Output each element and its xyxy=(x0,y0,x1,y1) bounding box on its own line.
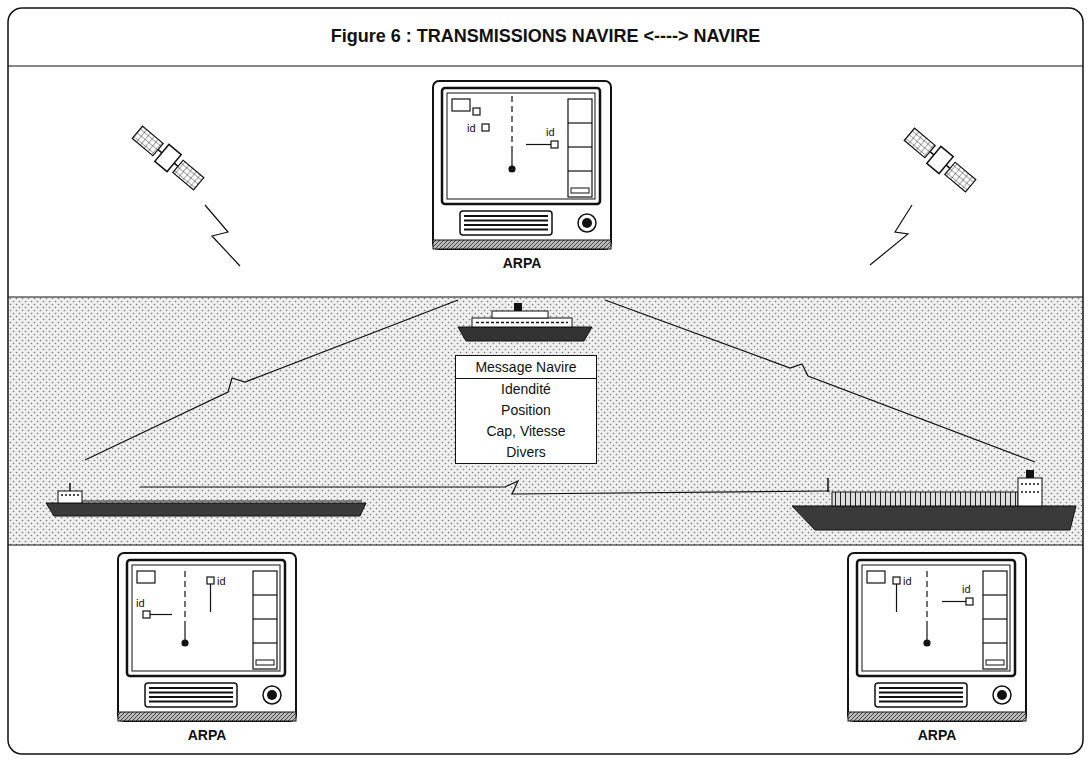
device-label: ARPA xyxy=(847,727,1027,743)
arpa-display: ARPA xyxy=(847,552,1027,722)
sea-band xyxy=(8,297,1083,545)
radio-signal xyxy=(205,205,240,266)
satellite xyxy=(155,144,181,171)
target-id-label: id xyxy=(962,584,971,595)
frame xyxy=(8,8,1083,754)
container-ship xyxy=(827,478,829,492)
radar-screen-marks xyxy=(509,166,515,172)
arpa-monitor xyxy=(118,553,296,721)
radar-screen-marks xyxy=(143,96,973,646)
message-field: Position xyxy=(456,400,596,421)
container-ship xyxy=(1026,470,1034,478)
container-ship xyxy=(1021,483,1039,485)
device-label: ARPA xyxy=(117,727,297,743)
message-field: Cap, Vitesse xyxy=(456,421,596,442)
radio-link xyxy=(140,481,830,494)
radar-screen-marks xyxy=(150,614,172,615)
target-id-label: id xyxy=(217,576,226,587)
tanker-ship xyxy=(46,503,366,516)
radar-screen-marks xyxy=(482,124,489,131)
radar-screen-marks xyxy=(511,96,512,150)
message-box: Message NavireIdenditéPositionCap, Vites… xyxy=(455,355,597,464)
container-ship xyxy=(832,492,1018,506)
satellite xyxy=(173,160,204,190)
cruise-ship xyxy=(458,327,592,341)
satellite xyxy=(927,146,953,173)
radio-signal xyxy=(870,205,912,265)
radar-screen-marks xyxy=(926,571,927,625)
radar-screen-marks xyxy=(926,625,927,640)
arpa-display: ARPA xyxy=(432,80,612,250)
radar-screen-marks xyxy=(924,640,930,646)
cruise-ship xyxy=(514,303,522,311)
figure-title: Figure 6 : TRANSMISSIONS NAVIRE <----> N… xyxy=(8,26,1083,47)
radar-screen-marks xyxy=(526,144,551,145)
cruise-ship xyxy=(458,303,592,341)
sea-band xyxy=(8,297,1083,298)
tanker-ship xyxy=(82,501,362,502)
radar-screen-marks xyxy=(182,640,188,646)
radio-link xyxy=(605,300,1035,462)
message-heading: Message Navire xyxy=(456,356,596,379)
cruise-ship xyxy=(476,322,568,324)
container-ship xyxy=(1018,478,1042,506)
message-field: Idendité xyxy=(456,379,596,400)
radar-screen-marks xyxy=(207,577,214,584)
cruise-ship xyxy=(492,311,548,318)
radar-screen-marks xyxy=(896,584,897,612)
container-ship xyxy=(792,470,1076,530)
satellite xyxy=(945,162,976,192)
container-ship xyxy=(792,506,1076,530)
radar-screen-marks xyxy=(893,577,900,584)
title-rule xyxy=(8,65,1083,66)
arpa-display: ARPA xyxy=(117,552,297,722)
tanker-ship xyxy=(58,491,82,503)
satellite xyxy=(132,126,163,156)
arpa-monitor xyxy=(433,81,611,249)
device-label: ARPA xyxy=(432,255,612,271)
radar-screen-marks xyxy=(511,150,512,166)
radar-screen-marks xyxy=(551,141,558,148)
message-field: Divers xyxy=(456,442,596,463)
radio-link xyxy=(85,300,458,460)
target-id-label: id xyxy=(903,576,912,587)
sea-band xyxy=(9,297,1082,545)
tanker-ship xyxy=(61,494,79,496)
container-ship xyxy=(1021,491,1039,493)
radar-screen-marks xyxy=(184,625,185,640)
radar-screen-marks xyxy=(473,108,480,115)
target-id-label: id xyxy=(136,598,145,609)
radar-screen-marks xyxy=(942,601,966,602)
radio-link xyxy=(85,300,1035,494)
radar-screen-marks xyxy=(210,584,211,612)
tanker-ship xyxy=(46,483,366,516)
satellite xyxy=(902,126,977,194)
tanker-ship xyxy=(69,483,71,491)
radar-screen-marks xyxy=(184,571,185,625)
satellite xyxy=(130,124,205,192)
arpa-monitor xyxy=(848,553,1026,721)
radar-screen-marks xyxy=(966,598,973,605)
target-id-label: id xyxy=(546,127,555,138)
target-id-label: id xyxy=(467,123,476,134)
sea-band xyxy=(8,545,1083,546)
satellite xyxy=(904,128,935,158)
cruise-ship xyxy=(472,318,572,327)
radar-screen-marks xyxy=(143,611,150,618)
